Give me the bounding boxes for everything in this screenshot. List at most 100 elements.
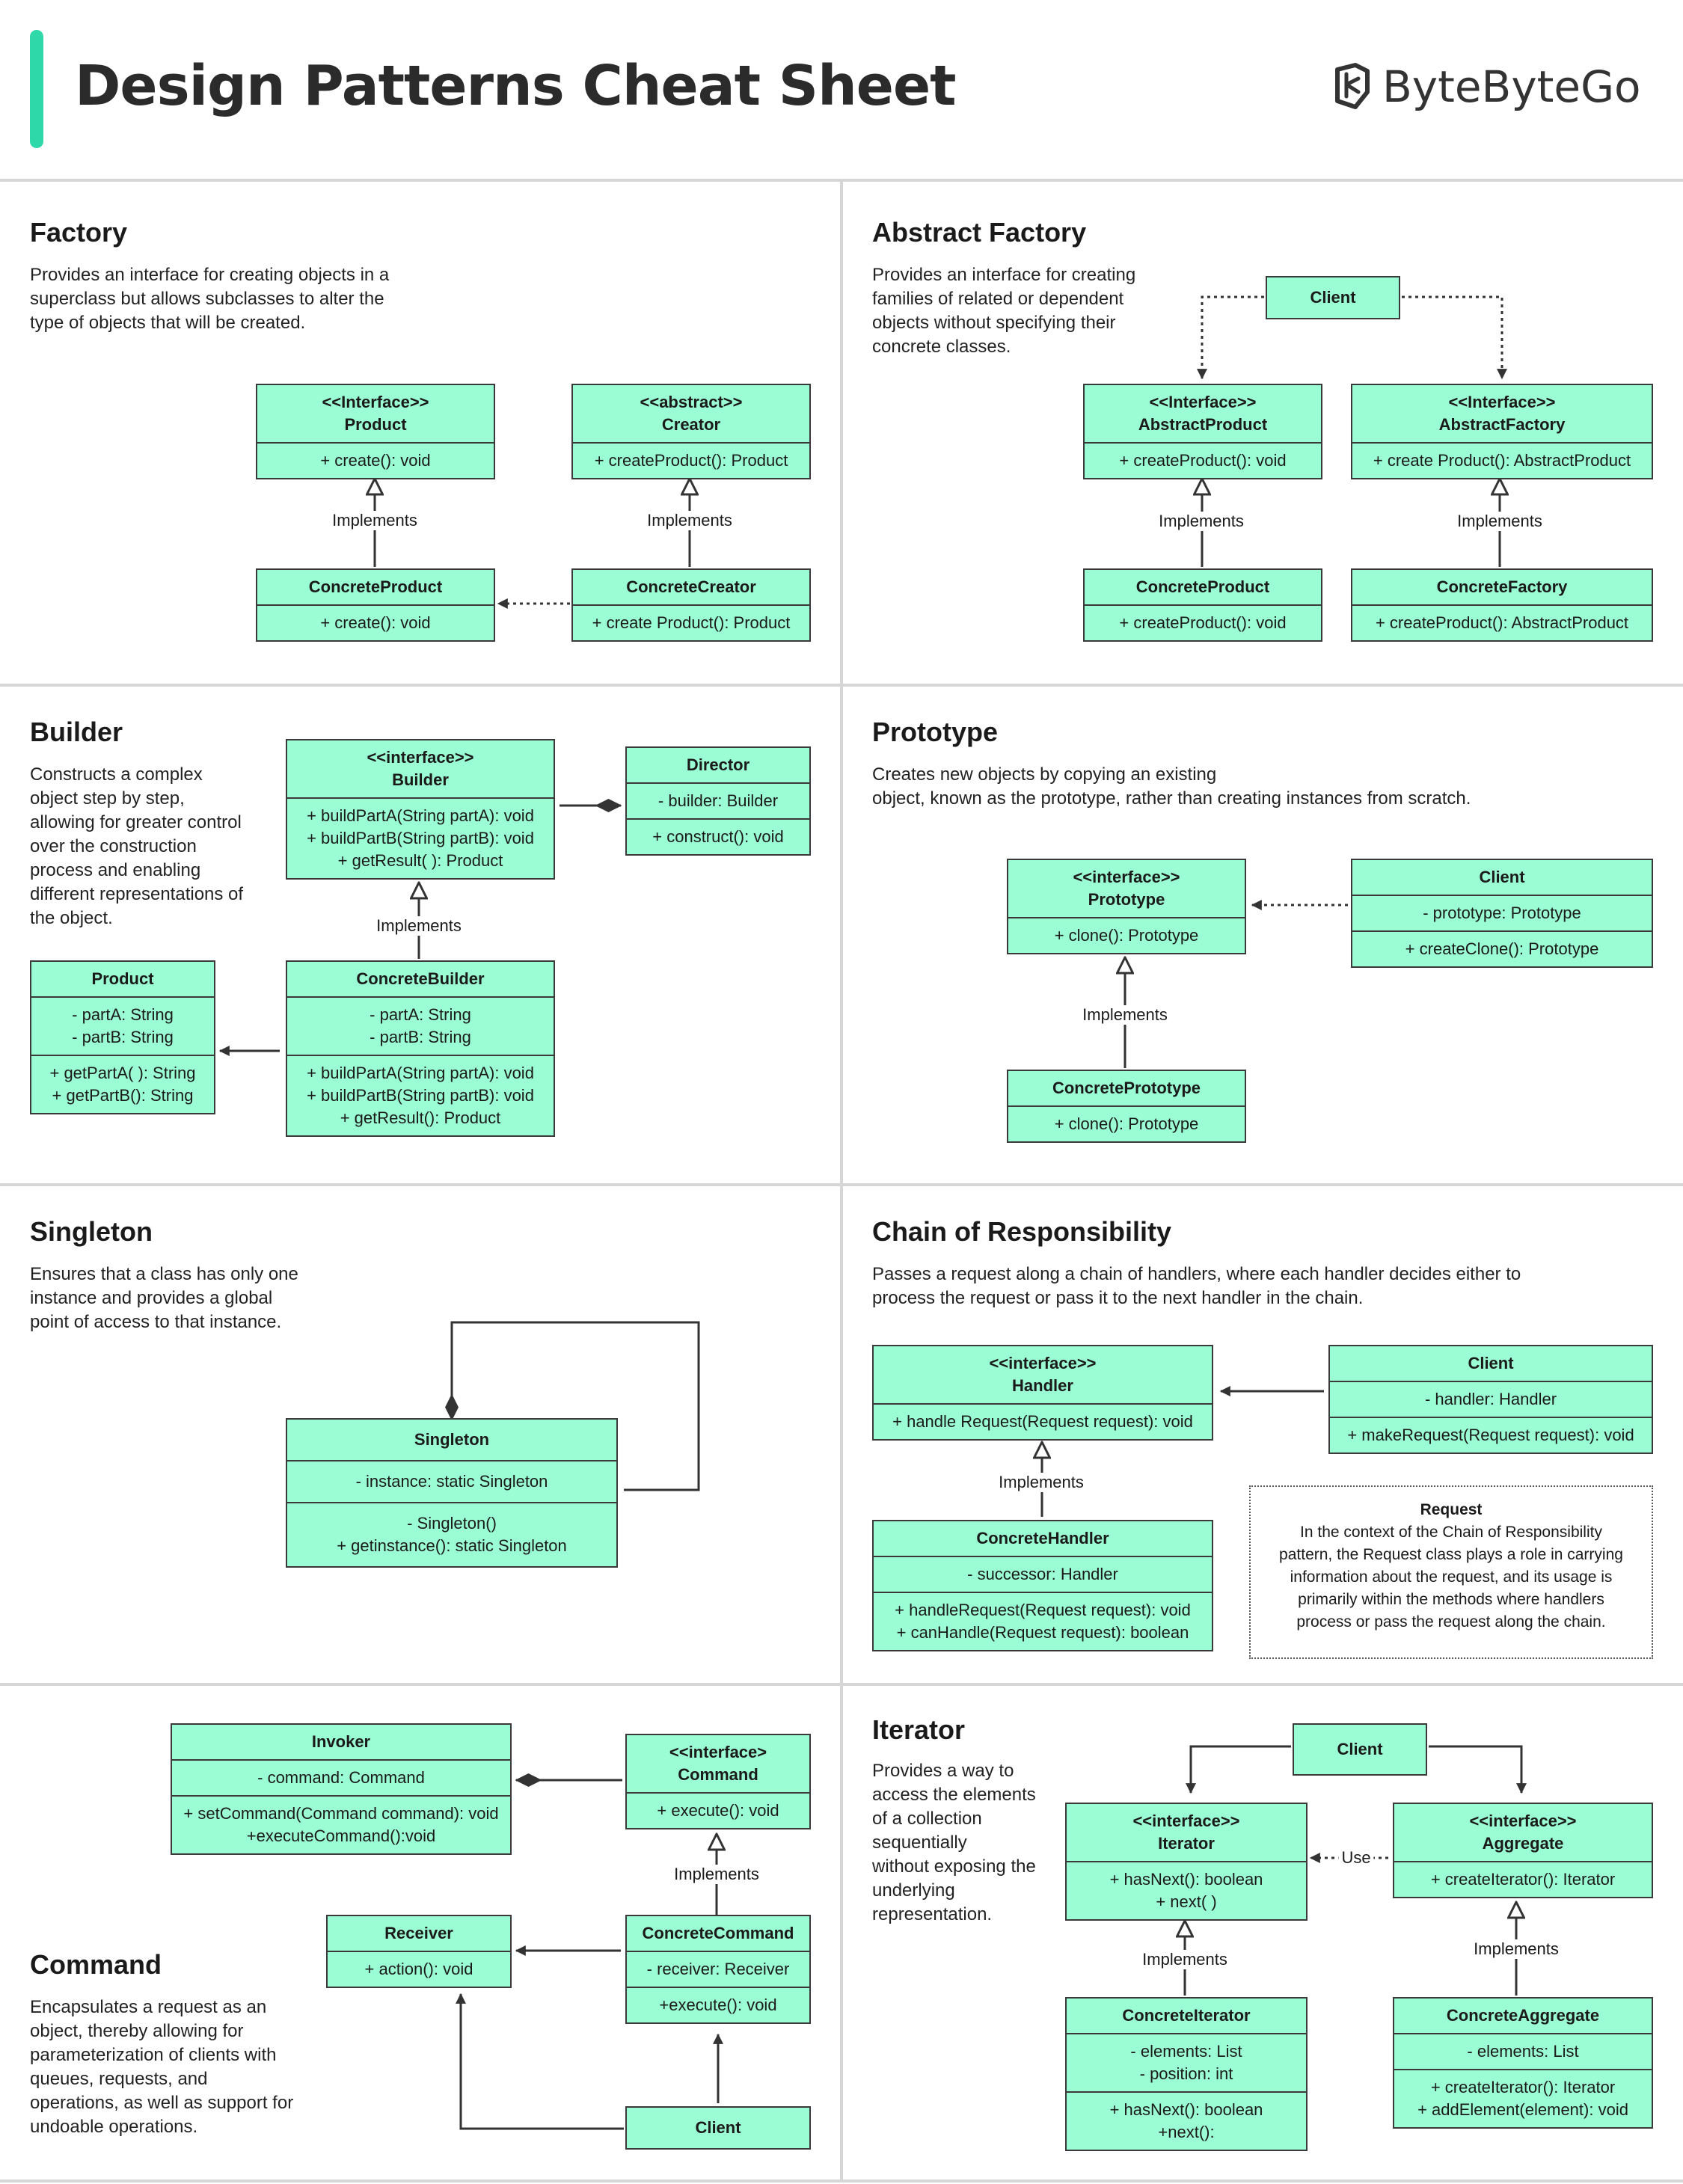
builder-implements-label: Implements	[373, 916, 465, 936]
text-line: - partB: String	[370, 1028, 471, 1046]
note-line: pattern, the Request class plays a role …	[1279, 1546, 1623, 1563]
chain-request-note: Request In the context of the Chain of R…	[1249, 1485, 1653, 1659]
af-client-to-factory-edge	[1402, 295, 1507, 380]
text-line: Client	[1310, 288, 1356, 307]
iterator-description: Provides a way to access the elements of…	[872, 1759, 1059, 1927]
builder-description: Constructs a complex object step by step…	[30, 763, 269, 930]
chain-title: Chain of Responsibility	[872, 1216, 1172, 1247]
class-methods: + clone(): Prototype	[1008, 1105, 1245, 1141]
text-line: Handler	[1012, 1376, 1073, 1395]
iterator-client-to-aggregate-edge	[1429, 1745, 1527, 1794]
chain-desc-line: Passes a request along a chain of handle…	[872, 1264, 1521, 1284]
class-name: ConcreteHandler	[874, 1521, 1212, 1556]
prototype-concrete-box: ConcretePrototype + clone(): Prototype	[1007, 1070, 1246, 1143]
text-line: Product	[344, 415, 407, 434]
af-abstract-product-box: <<Interface>>AbstractProduct + createPro…	[1083, 384, 1322, 479]
class-name: <<interface>>Builder	[287, 740, 554, 797]
class-methods: + makeRequest(Request request): void	[1330, 1417, 1652, 1453]
class-name: <<interface>Command	[627, 1735, 809, 1792]
command-desc-line: parameterization of clients with	[30, 2045, 277, 2065]
class-name: ConcreteCommand	[627, 1916, 809, 1951]
class-fields: - elements: List	[1394, 2033, 1652, 2069]
class-name: ConcreteAggregate	[1394, 1999, 1652, 2033]
note-line: process or pass the request along the ch…	[1296, 1613, 1606, 1631]
class-methods: + getPartA( ): String+ getPartB(): Strin…	[31, 1055, 214, 1113]
singleton-desc-line: instance and provides a global	[30, 1288, 273, 1308]
text-line: +next():	[1158, 2123, 1215, 2141]
builder-concrete-builder-box: ConcreteBuilder - partA: String - partB: …	[286, 960, 555, 1137]
class-name: ConcreteBuilder	[287, 962, 554, 996]
text-line: - partA: String	[72, 1005, 174, 1024]
text-line: ConcreteAggregate	[1446, 2006, 1600, 2025]
text-line: <<interface>>	[1132, 1812, 1240, 1830]
class-methods: + create Product(): Product	[573, 604, 809, 640]
text-line: + canHandle(Request request): boolean	[896, 1623, 1189, 1642]
class-name: ConcreteProduct	[1085, 570, 1321, 604]
text-line: + getResult( ): Product	[337, 851, 503, 870]
text-line: - partA: String	[370, 1005, 471, 1024]
command-desc-line: object, thereby allowing for	[30, 2021, 244, 2041]
text-line: <<interface>>	[989, 1354, 1097, 1372]
class-name: Product	[31, 962, 214, 996]
builder-director-box: Director - builder: Builder + construct(…	[625, 746, 811, 856]
text-line: - successor: Handler	[967, 1565, 1118, 1583]
class-methods: + createProduct(): Product	[573, 442, 809, 478]
text-line: ConcretePrototype	[1052, 1079, 1201, 1097]
class-name: <<interface>>Aggregate	[1394, 1804, 1652, 1861]
iterator-client-box: Client	[1293, 1723, 1427, 1776]
text-line: + hasNext(): boolean	[1109, 2100, 1263, 2119]
bytebytego-logo-icon	[1335, 63, 1370, 109]
prototype-client-box: Client - prototype: Prototype + createCl…	[1351, 859, 1653, 968]
class-methods: + setCommand(Command command): void +exec…	[172, 1795, 510, 1853]
builder-desc-line: different representations of	[30, 884, 244, 904]
class-fields: - handler: Handler	[1330, 1381, 1652, 1417]
class-name: <<interface>>Prototype	[1008, 860, 1245, 917]
text-line: - partB: String	[72, 1028, 174, 1046]
section-grid	[0, 179, 1683, 2183]
singleton-desc-line: point of access to that instance.	[30, 1312, 282, 1332]
singleton-box: Singleton - instance: static Singleton -…	[286, 1418, 618, 1568]
note-line: primarily within the methods where handl…	[1298, 1591, 1604, 1608]
text-line: + getResult(): Product	[340, 1108, 501, 1127]
text-line: <<interface>	[669, 1743, 767, 1761]
text-line: +executeCommand():void	[246, 1826, 436, 1845]
factory-implements-label-1: Implements	[329, 511, 420, 530]
chain-client-box: Client - handler: Handler + makeRequest(…	[1328, 1345, 1653, 1454]
text-line: + create Product(): Product	[592, 613, 791, 632]
command-interface-box: <<interface>Command + execute(): void	[625, 1734, 811, 1829]
factory-desc-line: Provides an interface for creating objec…	[30, 265, 390, 285]
iterator-desc-line: of a collection	[872, 1809, 982, 1829]
af-abstract-factory-box: <<Interface>>AbstractFactory + create Pr…	[1351, 384, 1653, 479]
class-name: Client	[1294, 1725, 1426, 1774]
text-line: <<Interface>>	[1448, 393, 1556, 411]
prototype-desc-line: Creates new objects by copying an existi…	[872, 764, 1217, 785]
class-methods: + handle Request(Request request): void	[874, 1403, 1212, 1439]
text-line: <<abstract>>	[640, 393, 743, 411]
af-implements-label-2: Implements	[1454, 512, 1545, 531]
header: Design Patterns Cheat Sheet ByteByteGo	[0, 0, 1683, 180]
text-line: + clone(): Prototype	[1054, 1114, 1199, 1133]
factory-title: Factory	[30, 217, 128, 248]
class-methods: + clone(): Prototype	[1008, 917, 1245, 953]
text-line: <<Interface>>	[1149, 393, 1257, 411]
command-description: Encapsulates a request as an object, the…	[30, 1996, 329, 2139]
command-desc-line: undoable operations.	[30, 2117, 198, 2137]
class-methods: + create(): void	[257, 604, 494, 640]
text-line: Iterator	[1158, 1834, 1215, 1853]
command-desc-line: queues, requests, and	[30, 2069, 208, 2089]
text-line: Client	[1337, 1740, 1383, 1758]
factory-product-box: <<Interface>>Product + create(): void	[256, 384, 495, 479]
builder-product-box: Product - partA: String - partB: String +…	[30, 960, 215, 1114]
af-implements-label-1: Implements	[1156, 512, 1247, 531]
text-line: + createIterator(): Iterator	[1430, 1870, 1616, 1889]
command-client-box: Client	[625, 2106, 811, 2150]
text-line: + setCommand(Command command): void	[183, 1804, 499, 1823]
note-line: information about the request, and its u…	[1290, 1568, 1613, 1586]
text-line: - Singleton()	[407, 1514, 497, 1533]
command-desc-line: operations, as well as support for	[30, 2093, 294, 2113]
text-line: + execute(): void	[657, 1801, 779, 1820]
class-methods: + hasNext(): boolean+ next( )	[1067, 1861, 1306, 1919]
text-line: +execute(): void	[659, 1996, 777, 2014]
text-line: - receiver: Receiver	[646, 1960, 790, 1978]
